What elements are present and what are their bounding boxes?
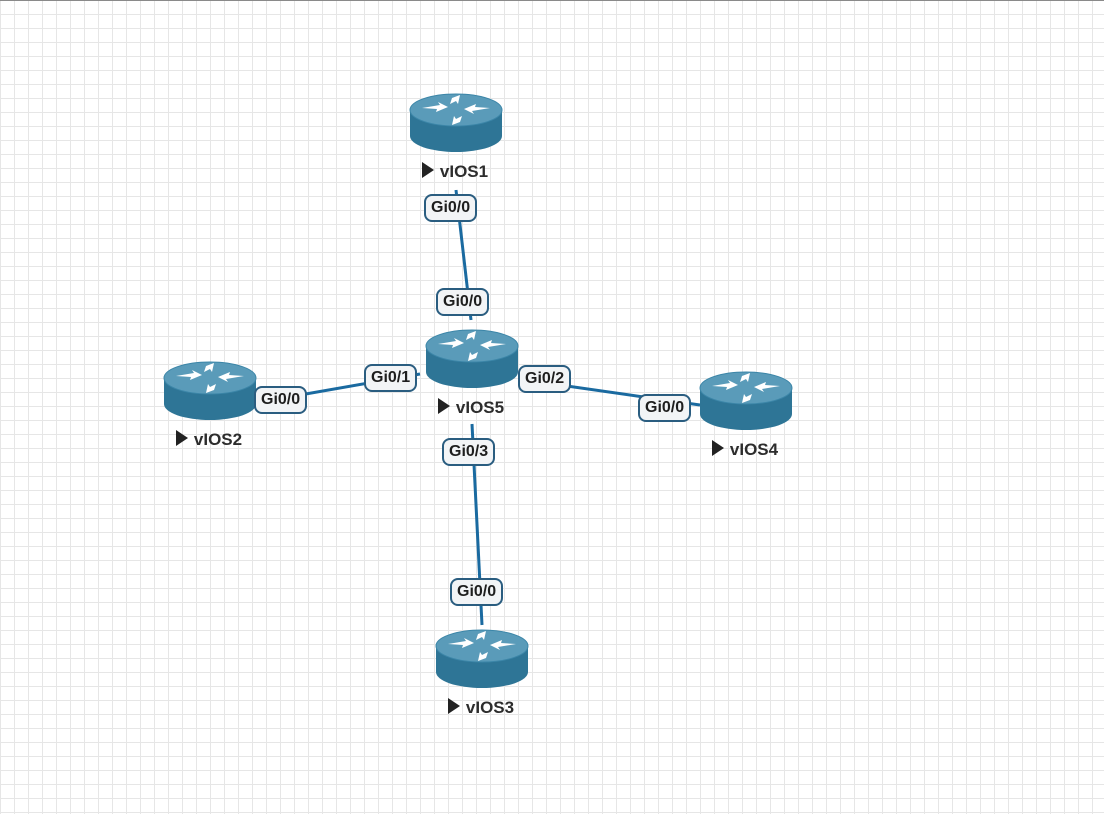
- node-label: vIOS2: [154, 430, 264, 450]
- interface-label-vios3-gi0-0[interactable]: Gi0/0: [450, 578, 504, 606]
- play-icon[interactable]: [711, 440, 724, 456]
- interface-label-vios5-gi0-3[interactable]: Gi0/3: [442, 438, 496, 466]
- node-label: vIOS1: [400, 162, 510, 182]
- interface-label-vios5-gi0-1[interactable]: Gi0/1: [364, 364, 418, 392]
- router-icon[interactable]: [698, 370, 794, 434]
- play-icon[interactable]: [421, 162, 434, 178]
- interface-label-vios4-gi0-0[interactable]: Gi0/0: [638, 394, 692, 422]
- interface-label-vios2-gi0-0[interactable]: Gi0/0: [254, 386, 308, 414]
- router-icon[interactable]: [162, 360, 258, 424]
- interface-label-vios5-gi0-0[interactable]: Gi0/0: [436, 288, 490, 316]
- play-icon[interactable]: [447, 698, 460, 714]
- router-icon[interactable]: [408, 92, 504, 156]
- router-icon[interactable]: [434, 628, 530, 692]
- play-icon[interactable]: [437, 398, 450, 414]
- interface-label-vios5-gi0-2[interactable]: Gi0/2: [518, 365, 572, 393]
- router-icon[interactable]: [424, 328, 520, 392]
- node-label: vIOS5: [416, 398, 526, 418]
- play-icon[interactable]: [175, 430, 188, 446]
- canvas-top-border: [0, 0, 1104, 1]
- node-label: vIOS4: [690, 440, 800, 460]
- interface-label-vios1-gi0-0[interactable]: Gi0/0: [424, 194, 478, 222]
- node-label: vIOS3: [426, 698, 536, 718]
